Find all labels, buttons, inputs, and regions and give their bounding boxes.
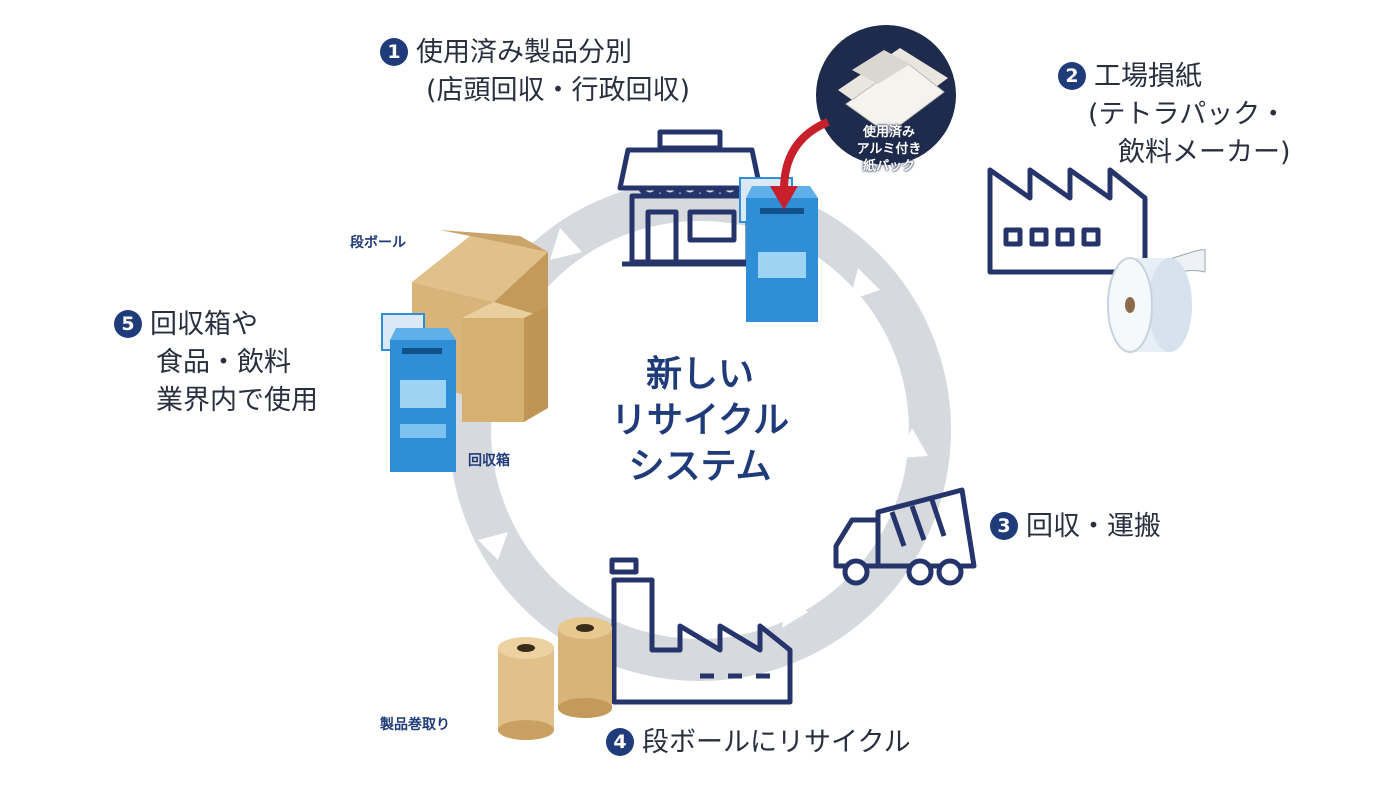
step-text: 使用済み製品分別 bbox=[416, 37, 632, 68]
center-title-line: リサイクル bbox=[610, 400, 790, 441]
photo-label-line: 紙パック bbox=[862, 159, 915, 174]
ring-arrow-icon bbox=[850, 268, 880, 300]
step-text: (テトラパック・ bbox=[1088, 99, 1287, 130]
center-title-line: 新しい bbox=[645, 354, 754, 395]
step-text: 段ボールにリサイクル bbox=[642, 727, 911, 758]
step-text: 食品・飲料 bbox=[156, 347, 291, 378]
product-roll-tag: 製品巻取り bbox=[380, 717, 450, 733]
red-arrow-icon bbox=[770, 118, 830, 210]
ring-arrow-icon bbox=[478, 532, 508, 560]
recycling-plant-icon bbox=[609, 557, 793, 705]
step-5-label: 5 回収箱や 食品・飲料 業界内で使用 bbox=[114, 306, 318, 420]
collection-box-left-icon bbox=[381, 313, 456, 472]
step-number-badge: 4 bbox=[606, 728, 634, 756]
step-text: 飲料メーカー) bbox=[1118, 137, 1291, 168]
step-text: 業界内で使用 bbox=[156, 385, 318, 416]
ring-arrow-icon bbox=[782, 600, 808, 628]
cycle-ring bbox=[449, 179, 951, 681]
step-2-label: 2 工場損紙 (テトラパック・ 飲料メーカー) bbox=[1058, 58, 1291, 172]
center-title: 新しい リサイクル システム bbox=[570, 352, 830, 490]
step-text: 回収・運搬 bbox=[1026, 511, 1161, 542]
photo-label-line: 使用済み bbox=[862, 125, 915, 140]
step-text: (店頭回収・行政回収) bbox=[426, 75, 691, 106]
step-number-badge: 5 bbox=[114, 310, 142, 338]
ring-arrow-icon bbox=[898, 428, 928, 458]
used-carton-photo bbox=[816, 25, 956, 165]
product-roll-icon bbox=[498, 617, 612, 740]
collection-box-tag: 回収箱 bbox=[468, 453, 510, 469]
cardboard-tag: 段ボール bbox=[350, 235, 406, 251]
step-text: 回収箱や bbox=[150, 309, 258, 340]
ring-arrow-icon bbox=[550, 228, 582, 260]
step-number-badge: 2 bbox=[1058, 62, 1086, 90]
truck-icon bbox=[833, 487, 977, 586]
factory-icon bbox=[987, 167, 1148, 275]
collection-box-icon bbox=[739, 177, 818, 322]
step-1-label: 1 使用済み製品分別 (店頭回収・行政回収) bbox=[380, 34, 690, 110]
step-text: 工場損紙 bbox=[1094, 61, 1202, 92]
photo-label-line: アルミ付き bbox=[856, 142, 922, 157]
center-title-line: システム bbox=[628, 446, 772, 487]
photo-label: 使用済み アルミ付き 紙パック bbox=[822, 124, 956, 175]
step-number-badge: 3 bbox=[990, 512, 1018, 540]
step-4-label: 4 段ボールにリサイクル bbox=[606, 724, 911, 762]
step-number-badge: 1 bbox=[380, 38, 408, 66]
step-3-label: 3 回収・運搬 bbox=[990, 508, 1161, 546]
paper-roll-icon bbox=[1107, 249, 1206, 353]
